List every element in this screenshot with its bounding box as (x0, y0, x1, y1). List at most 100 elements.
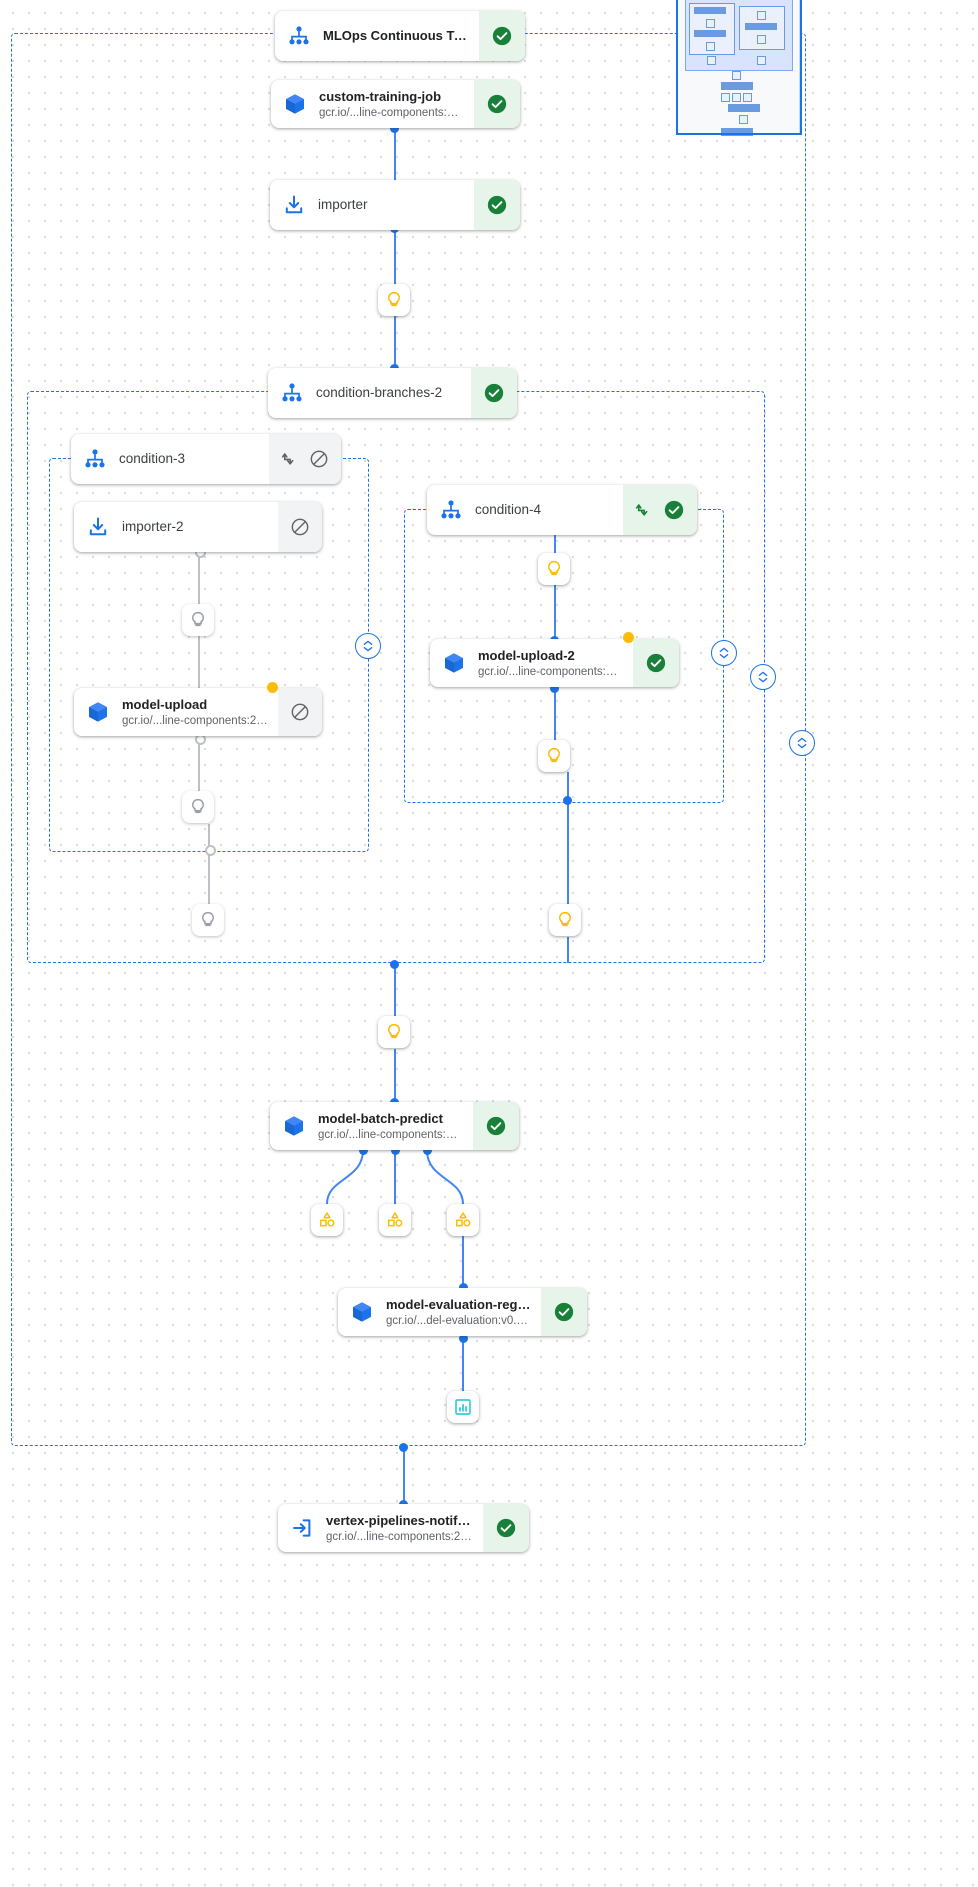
expand-vertical-icon (719, 647, 729, 659)
edge-importer-to-artifact (394, 228, 396, 284)
node-text: vertex-pipelines-notificat... gcr.io/...… (326, 1504, 483, 1552)
minimap-node (694, 30, 726, 37)
collapse-handle-branches-inner[interactable] (750, 664, 776, 690)
node-subtitle: gcr.io/...del-evaluation:v0.9.3 (386, 1314, 531, 1327)
minimap-node (745, 23, 777, 30)
dag-icon (275, 11, 323, 61)
edge-training-to-importer (394, 128, 396, 184)
node-title: custom-training-job (319, 88, 442, 104)
node-model-upload[interactable]: model-upload gcr.io/...line-components:2… (74, 688, 322, 736)
node-title: model-evaluation-regres... (386, 1296, 531, 1312)
node-subtitle: gcr.io/...line-components:2.6.0 (326, 1530, 473, 1543)
port-dot (390, 960, 399, 969)
collapse-handle-condition-4[interactable] (711, 640, 737, 666)
container-cube-icon (271, 80, 319, 128)
check-circle-icon (483, 382, 505, 404)
node-status (278, 688, 322, 736)
port-dot (359, 1146, 368, 1155)
node-model-upload-2[interactable]: model-upload-2 gcr.io/...line-components… (430, 639, 679, 687)
artifact-chip-6[interactable] (538, 740, 570, 772)
port-dot (459, 1334, 468, 1343)
lightbulb-icon (544, 746, 564, 766)
node-vertex-pipelines-notification[interactable]: vertex-pipelines-notificat... gcr.io/...… (278, 1504, 529, 1552)
check-circle-icon (491, 25, 513, 47)
node-title: vertex-pipelines-notificat... (326, 1512, 473, 1528)
node-mlops-continuous-training[interactable]: MLOps Continuous Traini... (275, 11, 525, 61)
expand-vertical-icon (797, 737, 807, 749)
node-title: condition-branches-2 (316, 385, 443, 400)
artifact-chip-7[interactable] (549, 904, 581, 936)
edge-artifact6-down (567, 772, 569, 905)
node-condition-4[interactable]: condition-4 (427, 485, 697, 535)
node-custom-training-job[interactable]: custom-training-job gcr.io/...line-compo… (271, 80, 520, 128)
node-status (278, 502, 322, 552)
node-condition-3[interactable]: condition-3 (71, 434, 341, 484)
port-dot (459, 1283, 468, 1292)
check-circle-icon (553, 1301, 575, 1323)
collapse-handle-condition-3[interactable] (355, 633, 381, 659)
node-status (471, 368, 517, 418)
artifact-chip-1[interactable] (378, 284, 410, 316)
edge-artifact3-to-artifact4 (208, 824, 210, 904)
merge-arrows-icon[interactable] (635, 500, 655, 520)
node-text: model-upload gcr.io/...line-components:2… (122, 688, 278, 736)
node-model-evaluation-regression[interactable]: model-evaluation-regres... gcr.io/...del… (338, 1288, 587, 1336)
minimap-node (743, 93, 752, 102)
minimap-node (706, 42, 715, 51)
minimap-node (739, 115, 748, 124)
artifact-chip-8[interactable] (378, 1016, 410, 1048)
edge-artifact-to-model-upload (198, 636, 200, 691)
container-cube-icon (270, 1102, 318, 1150)
node-importer-2[interactable]: importer-2 (74, 502, 322, 552)
artifact-chip-4[interactable] (192, 904, 224, 936)
edge-condition4-to-artifact (554, 533, 556, 568)
lightbulb-icon (188, 797, 208, 817)
download-icon (74, 502, 122, 552)
node-condition-branches-2[interactable]: condition-branches-2 (268, 368, 517, 418)
check-circle-icon (495, 1517, 517, 1539)
artifact-chip-5[interactable] (538, 553, 570, 585)
node-subtitle: gcr.io/...line-components:2.6.0 (478, 665, 623, 678)
collapse-handle-branches-outer[interactable] (789, 730, 815, 756)
expand-vertical-icon (363, 640, 373, 652)
artifact-chip-dataset-1[interactable] (311, 1204, 343, 1236)
node-title: model-batch-predict (318, 1110, 443, 1126)
node-status (623, 485, 697, 535)
container-cube-icon (338, 1288, 386, 1336)
container-cube-icon (74, 688, 122, 736)
node-title: condition-4 (475, 502, 542, 517)
artifact-dot (623, 632, 634, 643)
artifact-chip-3[interactable] (182, 791, 214, 823)
node-text: model-evaluation-regres... gcr.io/...del… (386, 1288, 541, 1336)
metrics-bar-chart-icon (453, 1397, 473, 1417)
merge-arrows-icon[interactable] (281, 449, 301, 469)
node-importer[interactable]: importer (270, 180, 520, 230)
edge-model-upload2-to-artifact (554, 688, 556, 743)
node-status (483, 1504, 529, 1552)
node-model-batch-predict[interactable]: model-batch-predict gcr.io/...line-compo… (270, 1102, 519, 1150)
artifact-chip-2[interactable] (182, 604, 214, 636)
dag-icon (427, 485, 475, 535)
download-icon (270, 180, 318, 230)
artifact-chip-metrics-1[interactable] (447, 1391, 479, 1423)
lightbulb-icon (198, 910, 218, 930)
node-title: model-upload (122, 696, 208, 712)
node-subtitle: gcr.io/...line-components:2.6.0 (319, 106, 464, 119)
dataset-icon (385, 1210, 405, 1230)
check-circle-icon (663, 499, 685, 521)
artifact-chip-dataset-3[interactable] (447, 1204, 479, 1236)
node-text: condition-3 (119, 434, 269, 484)
minimap-node (694, 7, 726, 14)
edge-dataset3-to-evaluation (462, 1236, 464, 1288)
node-title: condition-3 (119, 451, 186, 466)
minimap-viewport[interactable] (676, 0, 802, 135)
dataset-icon (453, 1210, 473, 1230)
minimap-node (757, 56, 766, 65)
container-cube-icon (430, 639, 478, 687)
node-status (541, 1288, 587, 1336)
graph-minimap[interactable] (676, 0, 802, 136)
artifact-chip-dataset-2[interactable] (379, 1204, 411, 1236)
edge-fanout-datasets (326, 1149, 464, 1205)
check-circle-icon (485, 1115, 507, 1137)
